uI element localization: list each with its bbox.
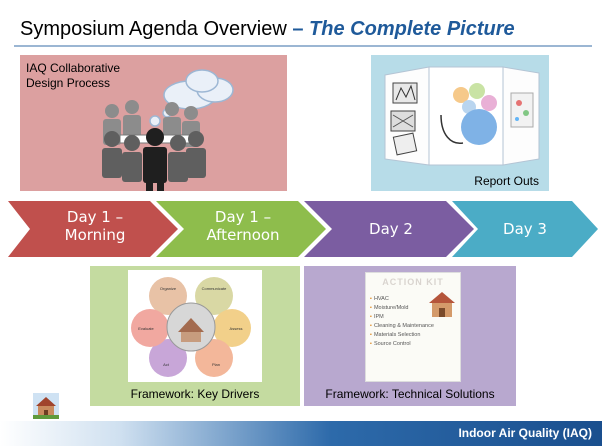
action-kit-item: IPM	[370, 313, 434, 322]
key-drivers-panel: Organize Communicate Assess Plan Act Eva…	[90, 266, 300, 406]
chevron-day1-morning	[8, 201, 178, 257]
petal-evaluate	[131, 309, 169, 347]
key-drivers-label: Framework: Key Drivers	[130, 387, 260, 401]
agenda-day1-afternoon-line2: Afternoon	[206, 226, 280, 244]
action-kit-item: Moisture/Mold	[370, 304, 434, 313]
report-panel: Report Outs	[371, 55, 549, 191]
petal-assess	[213, 309, 251, 347]
title-dash: –	[292, 18, 304, 40]
footer-bar: Indoor Air Quality (IAQ)	[0, 421, 602, 446]
report-label: Report Outs	[474, 174, 539, 188]
petal-communicate-label: Communicate	[202, 286, 227, 291]
action-kit-image: ACTION KIT HVAC Moisture/Mold IPM Cleani…	[365, 272, 461, 382]
action-kit-item: Cleaning & Maintenance	[370, 322, 434, 331]
tech-solutions-label: Framework: Technical Solutions	[325, 387, 495, 401]
agenda-item-day1-morning: Day 1 – Morning	[40, 208, 150, 244]
petal-act-label: Act	[163, 362, 170, 367]
action-kit-item: Source Control	[370, 340, 434, 349]
petal-act	[149, 339, 187, 377]
agenda-day1-afternoon-line1: Day 1 –	[214, 208, 272, 226]
petal-evaluate-label: Evaluate	[138, 326, 154, 331]
agenda-day1-morning-line2: Morning	[64, 226, 126, 244]
people-meeting-icon	[102, 69, 234, 191]
collab-label: IAQ Collaborative Design Process	[26, 61, 121, 90]
petal-plan	[195, 339, 233, 377]
agenda-item-day2: Day 2	[336, 220, 446, 238]
agenda-day1-morning-line1: Day 1 –	[66, 208, 124, 226]
title-main: Symposium Agenda Overview	[20, 18, 287, 40]
petal-organize	[149, 277, 187, 315]
iaq-house-logo-icon	[33, 393, 59, 419]
chevron-day3	[452, 201, 598, 257]
agenda-day3-label: Day 3	[503, 220, 547, 238]
agenda-item-day3: Day 3	[475, 220, 575, 238]
key-drivers-flower-diagram: Organize Communicate Assess Plan Act Eva…	[128, 270, 262, 382]
petal-assess-label: Assess	[230, 326, 243, 331]
action-kit-item: HVAC	[370, 295, 434, 304]
action-kit-title: ACTION KIT	[382, 277, 444, 287]
chevron-day1-afternoon	[156, 201, 326, 257]
agenda-day2-label: Day 2	[369, 220, 413, 238]
chevron-day2	[304, 201, 474, 257]
action-kit-item: Materials Selection	[370, 331, 434, 340]
house-icon	[429, 292, 455, 317]
title-divider	[14, 45, 592, 47]
petal-communicate	[195, 277, 233, 315]
petal-organize-label: Organize	[160, 286, 177, 291]
agenda-timeline: Day 1 – Morning Day 1 – Afternoon Day 2 …	[0, 197, 602, 261]
title-subtitle: The Complete Picture	[309, 18, 515, 40]
footer-text: Indoor Air Quality (IAQ)	[458, 426, 592, 440]
tech-solutions-panel: ACTION KIT HVAC Moisture/Mold IPM Cleani…	[304, 266, 516, 406]
agenda-item-day1-afternoon: Day 1 – Afternoon	[188, 208, 298, 244]
report-board-icon	[384, 66, 540, 166]
collab-panel: IAQ Collaborative Design Process	[20, 55, 287, 191]
slide-title: Symposium Agenda Overview – The Complete…	[20, 18, 515, 41]
petal-plan-label: Plan	[212, 362, 220, 367]
action-kit-list: HVAC Moisture/Mold IPM Cleaning & Mainte…	[370, 295, 434, 349]
